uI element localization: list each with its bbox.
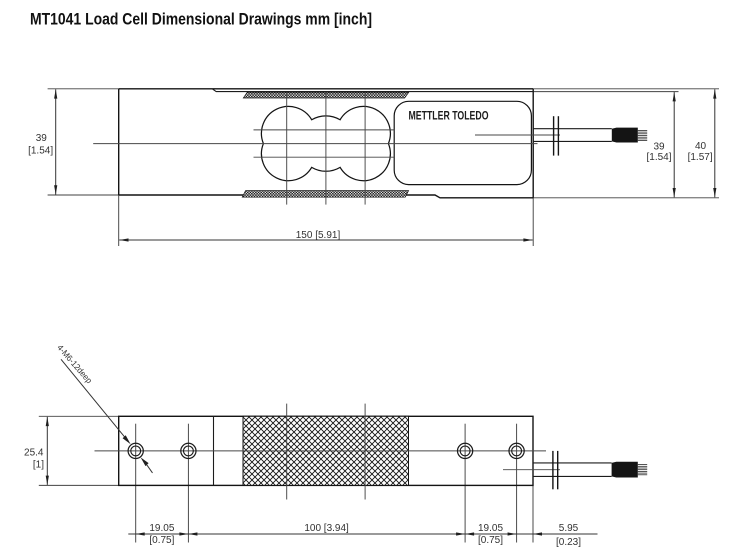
hole-2-outer: [180, 442, 197, 460]
dim-hole-right-in: [0.75]: [478, 535, 503, 546]
dim-height-right-mm: 39: [653, 141, 665, 152]
side-view-center-lines: [93, 92, 560, 205]
side-view-extension-lines: [47, 88, 719, 246]
cable-sheath: [611, 461, 638, 478]
hole-4-inner: [511, 445, 523, 457]
dim-hole-right-mm: 19.05: [478, 523, 503, 534]
dim-cable-mm: 5.95: [559, 523, 579, 534]
dim-height-left-mm: 39: [36, 133, 48, 144]
dim-height-overall-in: [1.57]: [688, 152, 713, 163]
dim-length: 150 [5.91]: [119, 230, 533, 242]
brand-label: METTLER TOLEDO: [409, 109, 489, 123]
plan-view-center-lines: [94, 403, 560, 500]
hole-3-inner: [459, 445, 471, 457]
bottom-seal-strip: [241, 190, 410, 198]
side-view-cable: [533, 116, 648, 156]
cable-wire-ends: [637, 130, 648, 141]
side-view: METTLER TOLEDO: [28, 88, 719, 246]
dim-height-left-in: [1.54]: [28, 145, 53, 156]
dim-height-overall-mm: 40: [695, 141, 707, 152]
dim-width-mm: 25.4: [24, 447, 44, 458]
label-plate: METTLER TOLEDO: [393, 100, 533, 186]
page-title: MT1041 Load Cell Dimensional Drawings mm…: [30, 11, 372, 29]
hole-1-inner: [130, 445, 142, 457]
hole-1-outer: [127, 442, 144, 460]
mounting-holes: [127, 442, 525, 460]
hole-4-outer: [508, 442, 525, 460]
dim-height-right: 39 [1.54]: [646, 92, 676, 198]
dim-hole-span: 100 [3.94]: [304, 523, 349, 534]
dim-width-in: [1]: [33, 459, 44, 470]
dim-cable-in: [0.23]: [556, 537, 581, 548]
dim-length-label: 150 [5.91]: [296, 230, 341, 241]
hole-2-inner: [182, 445, 194, 457]
dim-width: 25.4 [1]: [24, 416, 49, 485]
dim-hole-left-mm: 19.05: [149, 523, 174, 534]
hole-3-outer: [456, 442, 474, 460]
dim-hole-left-in: [0.75]: [149, 535, 174, 546]
dim-height-right-in: [1.54]: [646, 152, 671, 163]
cable-wire-ends: [637, 464, 648, 476]
cable-sheath: [611, 127, 638, 143]
dim-chain: 19.05 [0.75] 100 [3.94] 19.05 [0.75] 5.9…: [128, 523, 598, 548]
plan-view-cable: [533, 450, 648, 490]
dim-height-overall: 40 [1.57]: [688, 89, 717, 198]
dim-height-left: 39 [1.54]: [28, 89, 58, 195]
